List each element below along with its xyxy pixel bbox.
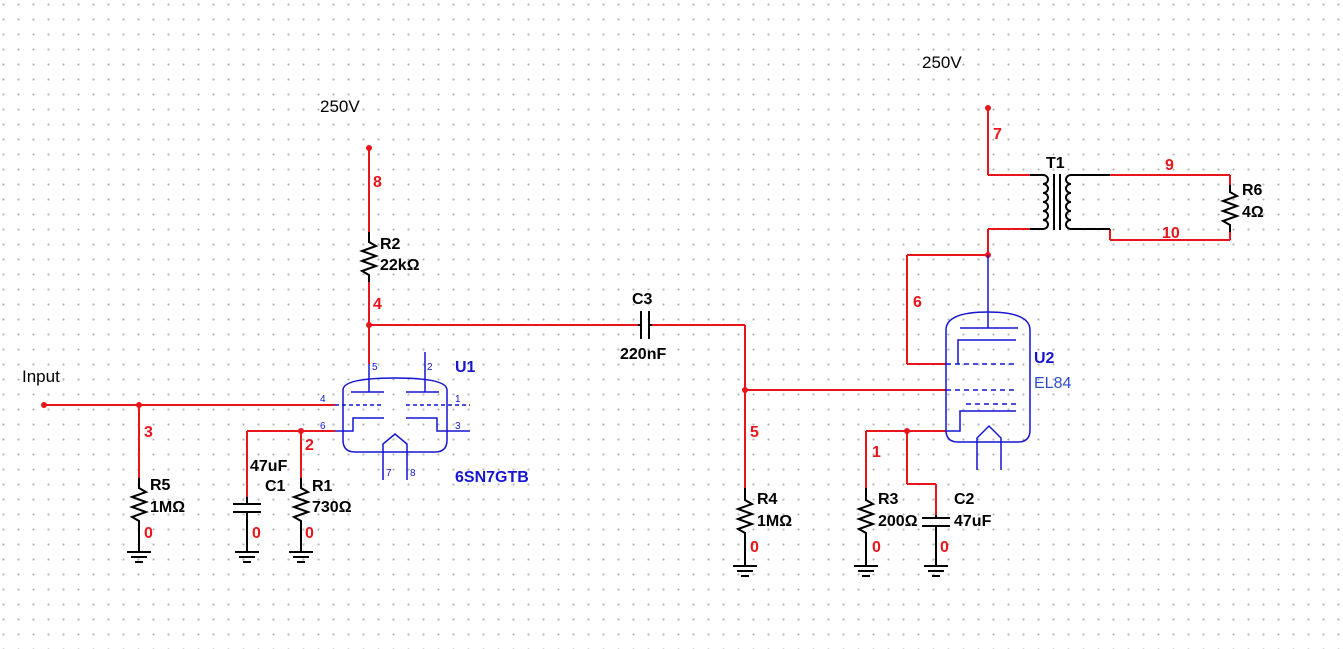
t1-ref: T1 — [1046, 155, 1065, 172]
c1-ref: C1 — [265, 478, 286, 495]
net-label-1: 1 — [872, 444, 881, 461]
r2-ref: R2 — [380, 236, 401, 253]
u1-ref: U1 — [455, 359, 476, 376]
ground-icon — [733, 565, 757, 577]
tube-U1-pins: 5 2 4 1 6 3 7 8 — [320, 362, 461, 479]
net-label-0: 0 — [252, 525, 261, 542]
r6-ref: R6 — [1242, 182, 1263, 199]
r4-ref: R4 — [757, 491, 778, 508]
net-label-8: 8 — [373, 174, 382, 191]
u1-pin-3: 3 — [455, 421, 461, 432]
net-label-9: 9 — [1165, 157, 1174, 174]
capacitor-C1-symbol[interactable] — [233, 497, 261, 552]
u1-pin-4: 4 — [320, 394, 326, 405]
c2-ref: C2 — [954, 491, 975, 508]
net-label-0: 0 — [940, 539, 949, 556]
c2-value: 47uF — [954, 513, 992, 530]
u1-pin-5: 5 — [372, 362, 378, 373]
u1-pin-6: 6 — [320, 421, 326, 432]
capacitor-C3-symbol[interactable] — [638, 311, 652, 339]
ground-symbols — [127, 551, 948, 577]
tube-U2-symbol[interactable] — [945, 255, 1031, 470]
net-label-0: 0 — [305, 525, 314, 542]
net-label-0: 0 — [872, 539, 881, 556]
resistor-R6-symbol[interactable] — [1220, 185, 1240, 232]
junctions — [41, 105, 991, 434]
net-label-2: 2 — [305, 437, 314, 454]
u2-ref: U2 — [1034, 350, 1055, 367]
c3-ref: C3 — [632, 291, 653, 308]
ground-icon — [854, 565, 878, 577]
r1-ref: R1 — [312, 478, 333, 495]
r5-value: 1MΩ — [150, 499, 185, 516]
r2-value: 22kΩ — [380, 257, 420, 274]
r6-value: 4Ω — [1242, 204, 1264, 221]
net-label-4: 4 — [373, 296, 382, 313]
r1-value: 730Ω — [312, 499, 352, 516]
resistor-R4-symbol[interactable] — [735, 488, 755, 566]
resistor-R1-symbol[interactable] — [291, 478, 311, 552]
r3-ref: R3 — [878, 491, 899, 508]
c1-value: 47uF — [250, 458, 288, 475]
r5-ref: R5 — [150, 477, 171, 494]
u1-pin-7: 7 — [386, 468, 392, 479]
tube-U1-symbol[interactable] — [335, 352, 470, 480]
input-label: Input — [22, 367, 60, 386]
ground-icon — [235, 551, 259, 563]
u1-pin-1: 1 — [455, 394, 461, 405]
net-label-3: 3 — [144, 424, 153, 441]
resistor-R2-symbol[interactable] — [359, 232, 379, 282]
ground-icon — [924, 565, 948, 577]
u1-pin-2: 2 — [427, 362, 433, 373]
net-label-10: 10 — [1162, 225, 1180, 242]
ground-icon — [289, 551, 313, 563]
capacitor-C2-symbol[interactable] — [922, 515, 950, 566]
net-label-5: 5 — [750, 424, 759, 441]
u2-value: EL84 — [1034, 375, 1071, 392]
u1-pin-8: 8 — [410, 468, 416, 479]
wires — [44, 108, 1231, 515]
supply-label-stage1: 250V — [320, 97, 360, 116]
net-label-0: 0 — [144, 525, 153, 542]
u1-value: 6SN7GTB — [455, 469, 529, 486]
resistor-R3-symbol[interactable] — [856, 488, 876, 566]
r4-value: 1MΩ — [757, 513, 792, 530]
net-label-6: 6 — [913, 294, 922, 311]
resistor-R5-symbol[interactable] — [129, 478, 149, 552]
net-label-7: 7 — [993, 126, 1002, 143]
ground-icon — [127, 551, 151, 563]
supply-label-stage2: 250V — [922, 53, 962, 72]
r3-value: 200Ω — [878, 513, 918, 530]
transformer-T1-symbol[interactable] — [1030, 174, 1110, 230]
c3-value: 220nF — [620, 346, 666, 363]
net-label-0: 0 — [750, 539, 759, 556]
